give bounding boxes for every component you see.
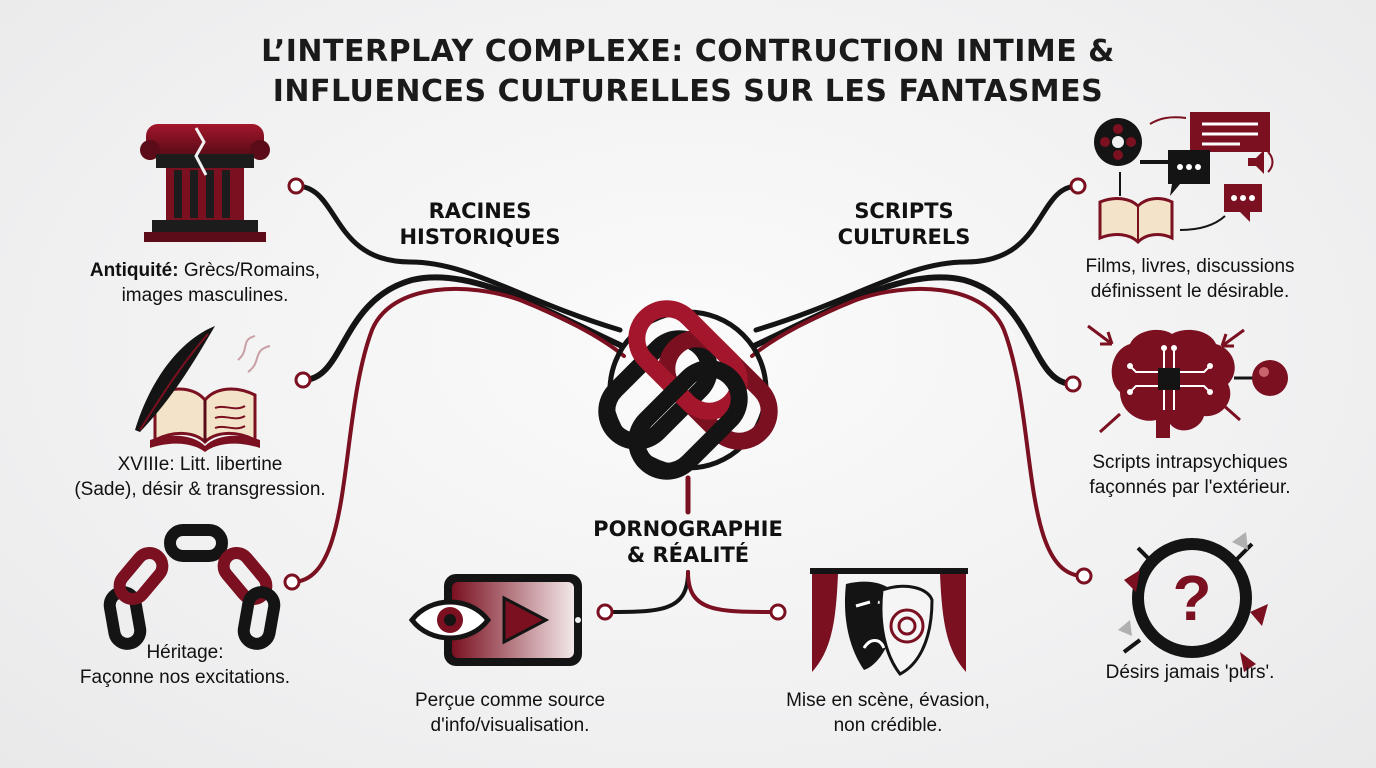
caption-info: Perçue comme source d'info/visualisation…	[414, 690, 606, 736]
caption-media: Films, livres, discussions définissent l…	[1085, 256, 1295, 302]
node-pure	[1075, 567, 1093, 585]
branch-historical-roots: RACINES HISTORIQUES	[399, 199, 561, 249]
caption-staging: Mise en scène, évasion, non crédible.	[786, 690, 990, 736]
node-media	[1069, 177, 1087, 195]
eye-video-icon	[408, 574, 582, 666]
caption-heritage: Héritage: Façonne nos excitations.	[79, 642, 291, 688]
shattered-question-icon: ?	[1118, 532, 1268, 672]
node-scripts	[1064, 375, 1082, 393]
branch-pornography-reality: PORNOGRAPHIE & RÉALITÉ	[593, 517, 783, 567]
caption-eighteenth: XVIIIe: Litt. libertine (Sade), désir & …	[74, 454, 326, 500]
node-eighteenth	[294, 371, 312, 389]
node-heritage	[283, 573, 301, 591]
node-antiquity	[287, 177, 305, 195]
connector-nodes	[283, 177, 1093, 621]
branch-cultural-scripts: SCRIPTS CULTURELS	[837, 199, 971, 249]
column-icon	[140, 124, 270, 242]
chain-icon	[103, 524, 281, 650]
brain-circuit-icon	[1087, 324, 1288, 438]
caption-intrapsychic: Scripts intrapsychiques façonnés par l'e…	[1089, 452, 1291, 498]
title-line-1: L’INTERPLAY COMPLEXE: CONTRUCTION INTIME…	[261, 34, 1115, 69]
caption-antiquity: Antiquité: Grècs/Romains, images masculi…	[89, 260, 321, 306]
theater-masks-icon	[810, 568, 968, 676]
caption-pure-desires: Désirs jamais 'purs'.	[1105, 662, 1275, 683]
page-title: L’INTERPLAY COMPLEXE: CONTRUCTION INTIME…	[180, 32, 1196, 112]
node-staging	[769, 603, 787, 621]
celtic-knot-icon	[598, 300, 778, 480]
node-info	[596, 603, 614, 621]
quill-book-icon	[135, 326, 271, 452]
connector-lines	[290, 183, 1086, 614]
svg-text:?: ?	[1172, 562, 1211, 634]
media-cycle-icon	[1094, 112, 1274, 245]
title-line-2: INFLUENCES CULTURELLES SUR LES FANTASMES	[272, 74, 1104, 109]
